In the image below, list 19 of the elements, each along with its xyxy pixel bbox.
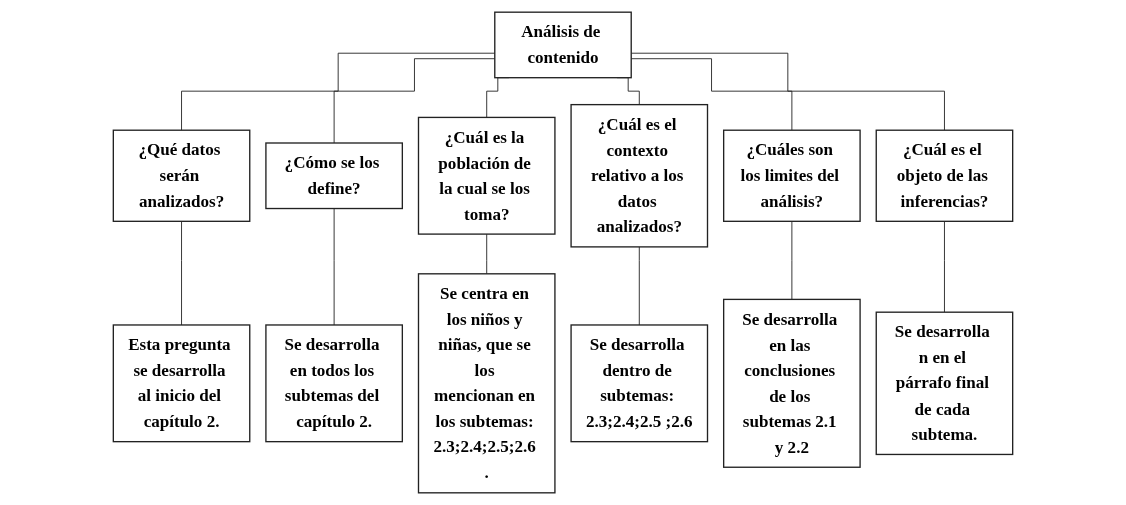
node-box: Análisis de contenido (494, 11, 632, 79)
node-box: Se centra en los niños y niñas, que se los mencionan en los subtemas: 2.3;2.4;2.5;2.6 . (417, 273, 556, 494)
connector (333, 208, 335, 326)
node-box: Esta pregunta se desarrolla al inicio del capítulo 2. (112, 324, 251, 443)
connector (181, 220, 182, 326)
connector (638, 246, 640, 326)
node-box: Se desarrolla en las conclusiones de los subtemas 2.1 y 2.2 (723, 298, 861, 468)
connector (486, 233, 488, 275)
node-box: ¿Cuáles son los limites del análisis? (723, 129, 861, 222)
node-box: ¿Qué datos serán analizados? (112, 129, 251, 222)
node-box: Se desarrolla dentro de subtemas: 2.3;2.4;2.5 ;2.6 (570, 324, 709, 443)
connector (791, 220, 793, 300)
connector (944, 220, 945, 313)
node-box: Se desarrolla n en el párrafo final de cada subtema. (875, 311, 1014, 456)
node-box: Se desarrolla en todos los subtemas del capítulo 2. (265, 324, 403, 443)
node-box: ¿Cuál es la población de la cual se los toma? (417, 116, 556, 235)
node-box: ¿Cómo se los define? (265, 142, 403, 210)
node-box: ¿Cuál es el objeto de las inferencias? (875, 129, 1014, 222)
node-box: ¿Cuál es el contexto relativo a los datos analizados? (570, 103, 709, 248)
